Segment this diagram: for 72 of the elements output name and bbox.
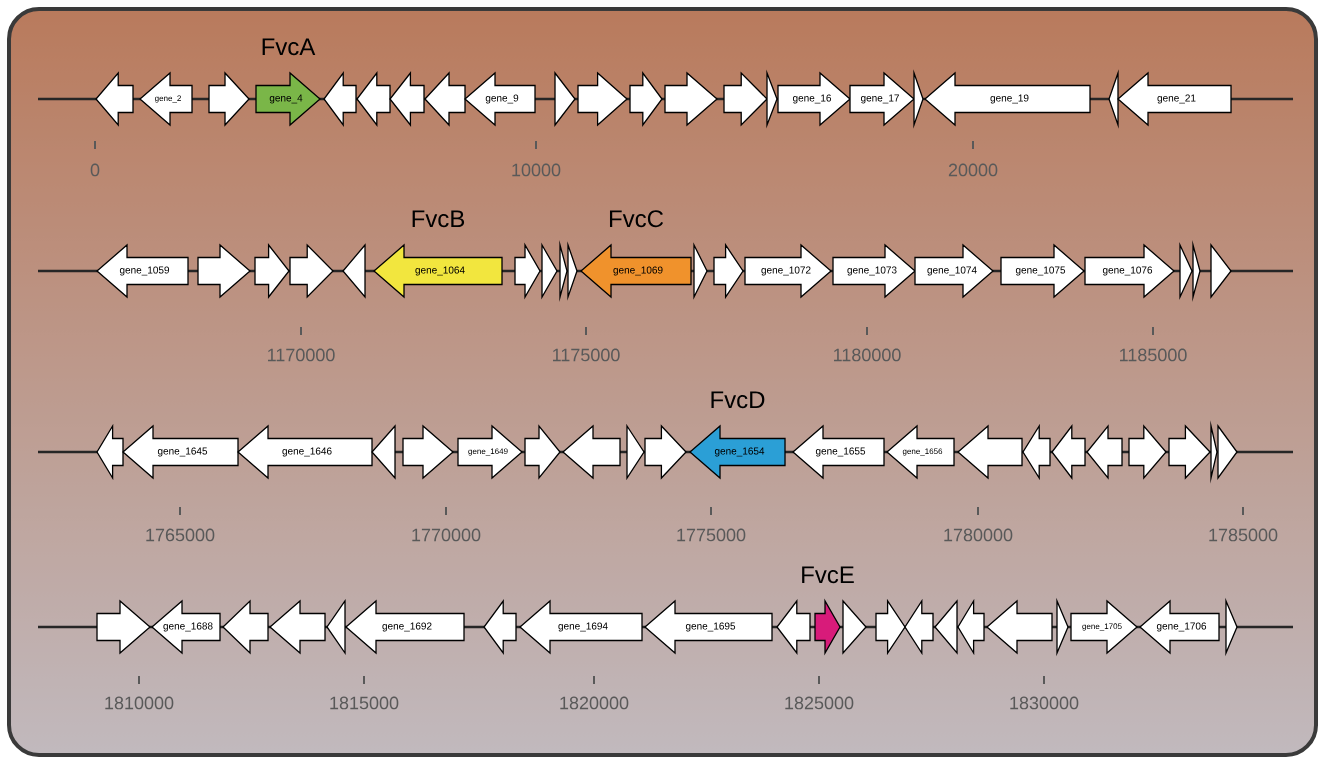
gene-block: gene_1064: [373, 243, 503, 299]
cluster-heading: FvcD: [711, 391, 765, 409]
tick-label: 10000: [512, 163, 561, 177]
gene-block: [957, 598, 985, 656]
cluster-heading: FvcC: [610, 210, 664, 228]
gene-block: [96, 423, 124, 481]
gene-block: gene_1059: [96, 243, 189, 299]
tick-label: 1185000: [1120, 348, 1187, 362]
tick-label: 1810000: [105, 696, 174, 710]
tick-label: 1825000: [785, 696, 854, 710]
gene-block: gene_1706: [1139, 599, 1220, 655]
gene-block: gene_1656: [886, 424, 955, 480]
gene-block: [713, 242, 744, 300]
gene-block: [904, 598, 934, 656]
gene-block: [1022, 423, 1051, 481]
gene-block: [524, 424, 561, 480]
gene-block: gene_1072: [744, 243, 832, 299]
cluster-heading: FvcE: [802, 566, 854, 584]
tick-label: 1170000: [268, 348, 335, 362]
gene-block: [1051, 424, 1086, 480]
gene-block: [402, 424, 454, 480]
gene-block: [483, 599, 517, 655]
tick-label: 1775000: [677, 528, 746, 542]
gene-block: gene_1073: [832, 243, 916, 299]
tick-label: 20000: [948, 163, 998, 177]
gene-block: [1086, 424, 1123, 480]
gene-block: gene_1688: [151, 599, 221, 655]
cluster-heading: FvcB: [412, 210, 465, 228]
tick-label: 1785000: [1209, 528, 1278, 542]
gene-block: [875, 598, 906, 656]
tick-label: 1180000: [834, 348, 901, 362]
gene-block: [957, 424, 1023, 480]
gene-block: [986, 599, 1053, 655]
gene-block: gene_1076: [1084, 243, 1175, 299]
gene-block: [514, 242, 541, 300]
tick-label: 1780000: [944, 528, 1013, 542]
gene-block: gene_1695: [644, 599, 773, 655]
gene-block: gene_1645: [122, 424, 239, 480]
gene-block: [629, 71, 663, 127]
gene-block: [562, 424, 621, 480]
gene-block: [776, 599, 811, 655]
gene-block: [289, 243, 334, 299]
gene-block: [208, 71, 250, 127]
gene-block: gene_9: [464, 71, 536, 127]
gene-block: gene_1655: [792, 424, 885, 480]
cluster-heading: FvcA: [262, 38, 316, 56]
gene-block: [95, 71, 134, 127]
gene-block: [424, 71, 466, 127]
tick-label: 1175000: [553, 348, 620, 362]
gene-block: [96, 599, 151, 655]
gene-block: [222, 599, 269, 655]
gene-block: [1128, 424, 1167, 480]
tick-label: 1770000: [412, 528, 481, 542]
gene-block: [664, 71, 718, 127]
gene-block: [254, 243, 290, 299]
tick-label: 1820000: [560, 696, 629, 710]
gene-block: gene_1654: [689, 424, 786, 480]
gene-block: gene_1649: [457, 424, 523, 480]
tick-label: 1815000: [330, 696, 399, 710]
gene-block: gene_1075: [1000, 243, 1085, 299]
gene-block: [389, 71, 425, 127]
gene-block: gene_2: [139, 71, 193, 127]
tick-label: 1830000: [1010, 696, 1079, 710]
tick-label: 1765000: [146, 528, 215, 542]
gene-block: [197, 243, 251, 299]
tick-label: 0: [90, 163, 100, 177]
gene-block: gene_1069: [580, 243, 692, 299]
gene-block: gene_4: [255, 71, 321, 127]
gene-block: [356, 71, 391, 127]
gene-block: gene_1074: [914, 243, 994, 299]
gene-block: [323, 71, 357, 127]
gene-block: gene_1694: [519, 599, 643, 655]
